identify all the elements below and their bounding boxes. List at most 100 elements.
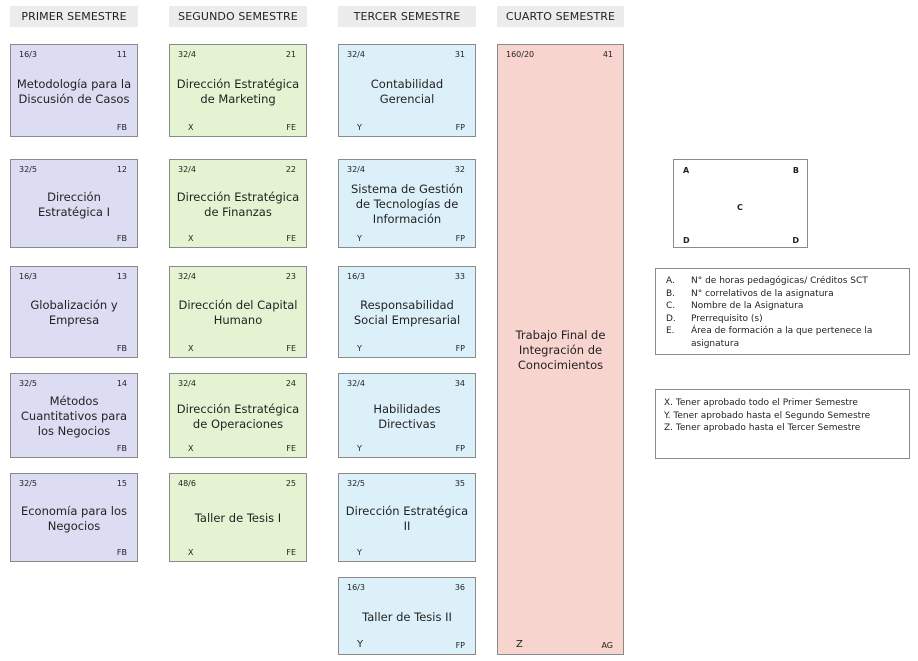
course-card: 32/4 21 Dirección Estratégica de Marketi… <box>169 44 307 137</box>
course-name: Sistema de Gestión de Tecnologías de Inf… <box>350 182 463 226</box>
course-area: FE <box>286 344 296 353</box>
legend-key-b: B <box>792 166 799 175</box>
course-hours: 32/5 <box>19 479 37 488</box>
legend-key-box: A B C D D <box>673 159 808 248</box>
course-code: 12 <box>116 165 127 174</box>
course-area: FP <box>455 444 465 453</box>
prerequisites-legend: X. Tener aprobado todo el Primer Semestr… <box>655 389 910 459</box>
course-code: 25 <box>285 479 296 488</box>
course-prereq: Y <box>357 344 362 353</box>
definition-letter: B. <box>666 288 676 299</box>
course-card: 16/3 13 Globalización y Empresa FB <box>10 266 138 358</box>
course-card: 32/5 15 Economía para los Negocios FB <box>10 473 138 562</box>
course-card: 16/3 11 Metodología para la Discusión de… <box>10 44 138 137</box>
definition-row: A. N° de horas pedagógicas/ Créditos SCT <box>666 275 903 288</box>
course-prereq: X <box>188 234 194 243</box>
course-name: Trabajo Final de Integración de Conocimi… <box>515 328 606 372</box>
course-area: FP <box>455 234 465 243</box>
course-hours: 32/4 <box>178 165 196 174</box>
course-name: Responsabilidad Social Empresarial <box>353 298 461 327</box>
course-code: 33 <box>454 272 465 281</box>
course-name: Economía para los Negocios <box>20 503 128 533</box>
prerequisite-item: Y. Tener aprobado hasta el Segundo Semes… <box>664 410 871 421</box>
course-hours: 16/3 <box>347 583 365 592</box>
prerequisite-item: X. Tener aprobado todo el Primer Semestr… <box>664 398 858 408</box>
semester-header-4: CUARTO SEMESTRE <box>497 6 624 27</box>
definition-text: N° correlativos de la asignatura <box>691 288 834 299</box>
course-code: 23 <box>285 272 296 281</box>
course-prereq: Y <box>357 639 364 650</box>
course-area: FB <box>116 123 127 132</box>
course-prereq: X <box>188 548 194 557</box>
course-code: 34 <box>454 379 465 388</box>
course-code: 31 <box>454 50 465 59</box>
legend-key-d-right: D <box>792 236 799 245</box>
course-card: 32/5 12 Dirección Estratégica I FB <box>10 159 138 248</box>
course-hours: 32/5 <box>347 479 365 488</box>
course-hours: 48/6 <box>178 479 196 488</box>
course-hours: 32/4 <box>347 165 365 174</box>
course-hours: 16/3 <box>19 50 37 59</box>
definition-letter: E. <box>666 326 675 336</box>
course-card: 32/4 31 Contabilidad Gerencial Y FP <box>338 44 476 137</box>
course-area: FE <box>286 548 296 557</box>
course-code: 24 <box>285 379 296 388</box>
course-area: FE <box>286 444 296 453</box>
course-name: Habilidades Directivas <box>373 401 441 431</box>
course-hours: 16/3 <box>19 272 37 281</box>
course-card: 48/6 25 Taller de Tesis I X FE <box>169 473 307 562</box>
course-hours: 32/4 <box>347 379 365 388</box>
course-area: FE <box>286 234 296 243</box>
definition-row: B. N° correlativos de la asignatura <box>666 288 903 301</box>
course-code: 36 <box>454 583 465 592</box>
course-area: FB <box>116 444 127 453</box>
course-code: 35 <box>454 479 465 488</box>
course-code: 32 <box>454 165 465 174</box>
definition-letter: C. <box>666 301 676 311</box>
course-prereq: Z <box>516 639 523 650</box>
course-prereq: Y <box>357 444 362 453</box>
course-area: AG <box>601 641 613 650</box>
course-hours: 32/5 <box>19 379 37 388</box>
course-name: Globalización y Empresa <box>30 298 118 327</box>
definition-text: N° de horas pedagógicas/ Créditos SCT <box>691 276 868 286</box>
course-hours: 32/4 <box>347 50 365 59</box>
course-card: 32/5 35 Dirección Estratégica II Y <box>338 473 476 562</box>
course-name: Dirección Estratégica de Marketing <box>176 76 300 106</box>
course-name: Métodos Cuantitativos para los Negocios <box>20 394 128 438</box>
legend-definitions: A. N° de horas pedagógicas/ Créditos SCT… <box>655 268 910 355</box>
semester-header-3: TERCER SEMESTRE <box>338 6 476 27</box>
course-prereq: Y <box>357 234 362 243</box>
course-hours: 160/20 <box>506 50 535 59</box>
course-card: 16/3 36 Taller de Tesis II Y FP <box>338 577 476 655</box>
course-name: Dirección Estratégica II <box>345 503 469 533</box>
semester-header-1: PRIMER SEMESTRE <box>10 6 138 27</box>
course-card: 32/5 14 Métodos Cuantitativos para los N… <box>10 373 138 458</box>
course-name: Dirección Estratégica I <box>37 189 111 219</box>
definition-row: E. Área de formación a la que pertenece … <box>666 325 903 350</box>
course-hours: 32/5 <box>19 165 37 174</box>
course-card: 16/3 33 Responsabilidad Social Empresari… <box>338 266 476 358</box>
course-card: 32/4 32 Sistema de Gestión de Tecnología… <box>338 159 476 248</box>
course-area: FP <box>455 641 465 650</box>
course-card: 32/4 24 Dirección Estratégica de Operaci… <box>169 373 307 458</box>
course-hours: 32/4 <box>178 379 196 388</box>
definition-text: Prerrequisito (s) <box>691 313 763 324</box>
course-area: FP <box>455 123 465 132</box>
definition-row: C. Nombre de la Asignatura <box>666 300 903 313</box>
course-name: Taller de Tesis II <box>362 609 452 624</box>
legend-key-a: A <box>683 166 690 175</box>
course-code: 13 <box>116 272 127 281</box>
legend-key-c: C <box>737 203 743 212</box>
course-card: 32/4 22 Dirección Estratégica de Finanza… <box>169 159 307 248</box>
course-name: Contabilidad Gerencial <box>370 76 444 106</box>
course-area: FP <box>455 344 465 353</box>
course-prereq: X <box>188 123 194 132</box>
course-code: 22 <box>285 165 296 174</box>
definition-letter: D. <box>666 313 676 324</box>
course-code: 14 <box>116 379 127 388</box>
course-area: FB <box>116 548 127 557</box>
course-prereq: Y <box>357 548 362 557</box>
course-prereq: Y <box>357 123 362 132</box>
course-card: 32/4 23 Dirección del Capital Humano X F… <box>169 266 307 358</box>
